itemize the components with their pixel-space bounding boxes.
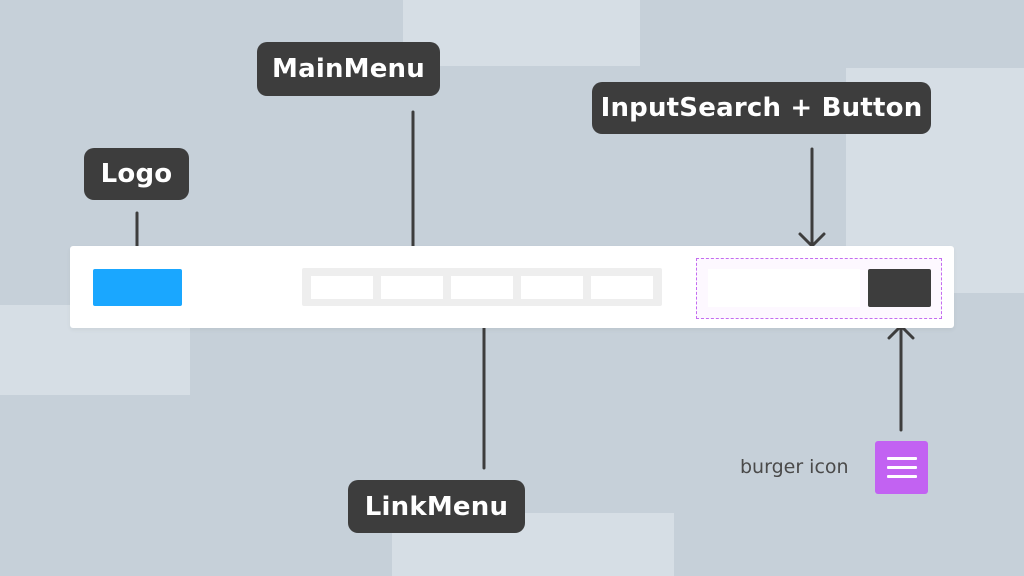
burger-line <box>887 457 917 460</box>
input-search-callout-label: InputSearch + Button <box>600 93 923 123</box>
main-menu-callout-label: MainMenu <box>272 54 425 84</box>
burger-icon[interactable] <box>875 441 928 494</box>
burger-caption: burger icon <box>740 456 849 478</box>
menu-link[interactable] <box>381 276 443 299</box>
logo-callout: Logo <box>84 148 189 200</box>
menu-link[interactable] <box>521 276 583 299</box>
menu-link[interactable] <box>591 276 653 299</box>
logo-placeholder[interactable] <box>93 269 182 306</box>
main-menu-callout: MainMenu <box>257 42 440 96</box>
search-button[interactable] <box>868 269 931 307</box>
input-search-callout: InputSearch + Button <box>592 82 931 134</box>
burger-line <box>887 466 917 469</box>
input-search-arrow <box>798 147 826 248</box>
link-menu-callout-label: LinkMenu <box>364 491 509 522</box>
background-block <box>403 0 640 66</box>
menu-link[interactable] <box>311 276 373 299</box>
search-input[interactable] <box>708 269 860 307</box>
burger-line <box>887 475 917 478</box>
burger-arrow <box>887 324 915 432</box>
link-menu-callout: LinkMenu <box>348 480 525 533</box>
menu-link[interactable] <box>451 276 513 299</box>
logo-callout-label: Logo <box>100 159 173 189</box>
